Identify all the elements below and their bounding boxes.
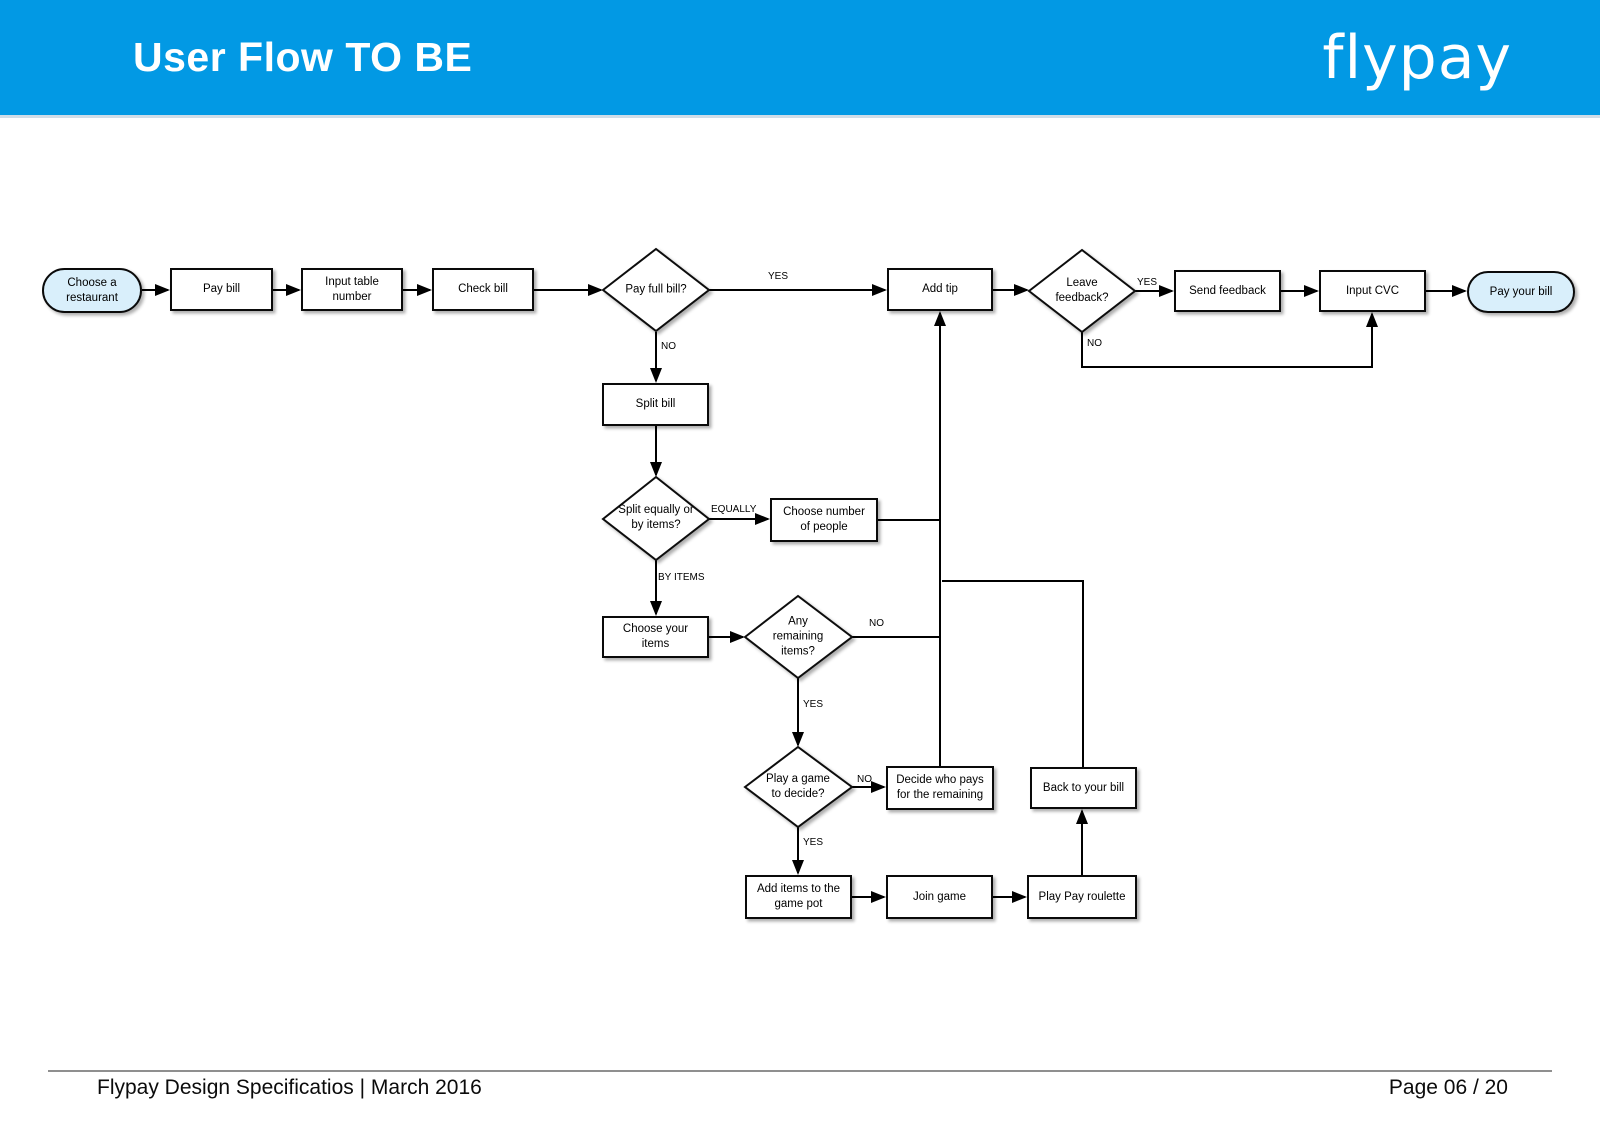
label-any-remaining: Any remaining items? <box>772 615 824 658</box>
edge-label-no-pay-full: NO <box>661 341 676 352</box>
label-play-game: Play a game to decide? <box>766 773 830 800</box>
label-pay-full-bill: Pay full bill? <box>625 283 687 296</box>
node-play-pay-roulette: Play Pay roulette <box>1027 875 1137 919</box>
node-join-game: Join game <box>886 875 993 919</box>
footer-divider <box>48 1070 1552 1072</box>
edge-label-yes-remaining: YES <box>803 699 824 710</box>
edge-label-yes-play-game: YES <box>803 837 824 848</box>
diamond-any-remaining <box>743 594 854 680</box>
node-pay-bill: Pay bill <box>170 268 273 311</box>
diamond-leave-feedback <box>1027 248 1137 334</box>
label-leave-feedback: Leave feedback? <box>1055 277 1109 304</box>
node-pay-your-bill: Pay your bill <box>1467 271 1575 313</box>
edge-label-no-play-game: NO <box>857 774 872 785</box>
node-choose-your-items: Choose your items <box>602 616 709 658</box>
edge-label-no-leave-feedback: NO <box>1087 338 1102 349</box>
edge-backtobill-merge <box>942 580 1084 767</box>
node-input-cvc: Input CVC <box>1319 270 1426 312</box>
page-title: User Flow TO BE <box>133 34 473 80</box>
node-add-items-game-pot: Add items to the game pot <box>745 875 852 919</box>
node-choose-number-people: Choose number of people <box>770 498 878 542</box>
node-back-to-your-bill: Back to your bill <box>1030 767 1137 809</box>
header-bar: User Flow TO BE flypay <box>0 0 1600 118</box>
diamond-pay-full-bill <box>601 247 711 333</box>
footer-page-number: Page 06 / 20 <box>1388 1076 1508 1099</box>
edge-label-no-remaining: NO <box>869 618 884 629</box>
decision-diamonds <box>601 247 1137 829</box>
node-start: Choose a restaurant <box>42 268 142 313</box>
node-decide-who-pays: Decide who pays for the remaining <box>886 766 994 810</box>
node-split-bill: Split bill <box>602 383 709 426</box>
diamond-play-game <box>743 745 854 829</box>
connector-lines <box>142 284 1467 903</box>
flypay-logo: flypay <box>1322 22 1512 93</box>
node-add-tip: Add tip <box>887 268 993 311</box>
node-check-bill: Check bill <box>432 268 534 311</box>
edge-label-by-items: BY ITEMS <box>658 572 705 583</box>
node-send-feedback: Send feedback <box>1174 270 1281 312</box>
edge-label-yes-leave-feedback: YES <box>1137 277 1158 288</box>
diamond-split-equally <box>601 475 711 562</box>
edge-label-yes-pay-full: YES <box>767 271 788 282</box>
edge-leavefeedback-no-inputcvc <box>1081 312 1378 368</box>
footer-document-title: Flypay Design Specificatios | March 2016 <box>97 1076 482 1099</box>
edge-label-equally: EQUALLY <box>711 504 757 515</box>
node-input-table-number: Input table number <box>301 268 403 311</box>
label-split-equally: Split equally or by items? <box>618 504 694 531</box>
